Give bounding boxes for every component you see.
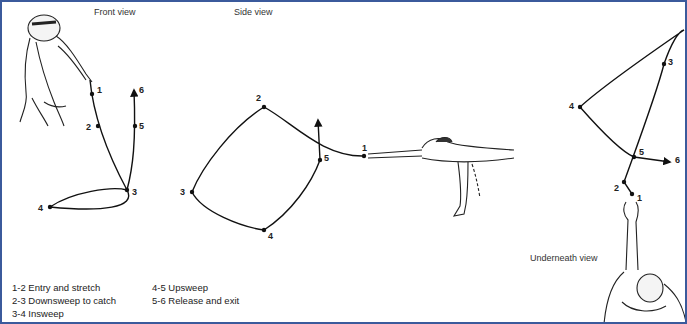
- stroke-path: [50, 80, 135, 209]
- path-dots: [48, 92, 137, 209]
- front-swimmer: [20, 15, 92, 126]
- callout-number: 2: [256, 94, 261, 104]
- view-title: Side view: [234, 8, 273, 18]
- legend-note: 2-3 Downsweep to catch: [12, 296, 116, 306]
- callout-number: 6: [675, 156, 680, 166]
- view-title: Underneath view: [530, 254, 598, 264]
- callout-number: 1: [97, 86, 102, 96]
- callout-number: 3: [180, 188, 185, 198]
- legend-note: 5-6 Release and exit: [152, 296, 239, 306]
- path-dots: [578, 62, 666, 196]
- view-title: Front view: [94, 8, 136, 18]
- side-swimmer: [368, 138, 514, 217]
- callout-number: 2: [614, 184, 619, 194]
- callout-number: 5: [139, 122, 144, 132]
- legend-note: 1-2 Entry and stretch: [12, 283, 100, 293]
- callout-number: 5: [639, 148, 644, 158]
- legend-note: 3-4 Insweep: [12, 309, 64, 319]
- callout-number: 2: [86, 123, 91, 133]
- callout-number: 3: [132, 188, 137, 198]
- callout-number: 1: [362, 144, 367, 154]
- path-dots: [190, 105, 366, 232]
- underneath-swimmer: [604, 202, 686, 324]
- callout-number: 4: [569, 102, 574, 112]
- callout-number: 4: [268, 232, 273, 242]
- legend-note: 4-5 Upsweep: [152, 283, 208, 293]
- callout-number: 4: [38, 204, 43, 214]
- stroke-path: [580, 30, 684, 194]
- callout-number: 3: [668, 58, 673, 68]
- callout-number: 6: [139, 86, 144, 96]
- callout-number: 1: [637, 194, 642, 204]
- callout-number: 5: [324, 154, 329, 164]
- stroke-path: [192, 107, 364, 230]
